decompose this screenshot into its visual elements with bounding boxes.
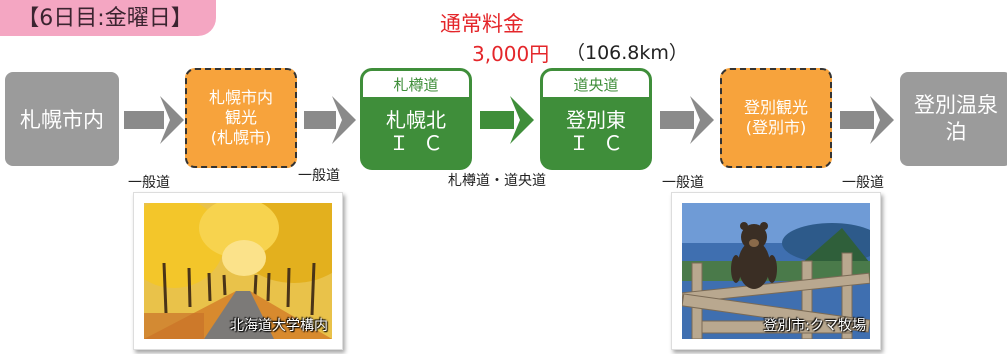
node-start-label: 札幌市内: [20, 108, 104, 132]
sight2-line2: (登別市): [745, 118, 807, 137]
ginkgo-avenue-icon: [144, 203, 332, 339]
road-label-3: 札樽道・道央道: [448, 173, 546, 189]
ic2-suffix: ＩＣ: [569, 131, 637, 155]
photo-bear-park: 登別市:クマ牧場: [671, 192, 881, 350]
node-interchange-noboribetsu-higashi: 道央道 登別東 ＩＣ: [540, 68, 652, 170]
node-interchange-sapporo-kita: 札樽道 札幌北 ＩＣ: [360, 68, 472, 170]
node-end: 登別温泉 泊: [900, 72, 1007, 166]
arrow-3: [480, 96, 534, 144]
arrow-2: [304, 96, 356, 144]
end-line2: 泊: [945, 120, 967, 144]
day-badge: 【6日目:金曜日】: [0, 0, 216, 36]
road-label-2: 一般道: [298, 168, 340, 184]
ic1-suffix: ＩＣ: [389, 131, 457, 155]
bear-park-icon: [682, 203, 870, 339]
photo-caption-1: 北海道大学構内: [230, 318, 328, 334]
node-sightseeing-sapporo: 札幌市内 観光 (札幌市): [185, 68, 297, 168]
photo-hokkaido-university: 北海道大学構内: [133, 192, 343, 350]
sight1-line2: 観光: [224, 108, 257, 127]
road-label-1: 一般道: [128, 175, 170, 191]
sight1-line3: (札幌市): [210, 128, 272, 147]
fee-distance: （106.8km）: [566, 42, 688, 64]
sight2-line1: 登別観光: [743, 98, 808, 117]
end-line1: 登別温泉: [914, 92, 998, 117]
road-label-4: 一般道: [662, 175, 704, 191]
ic1-name: 札幌北: [386, 108, 446, 132]
ic2-road: 道央道: [543, 71, 649, 97]
photo-caption-2: 登別市:クマ牧場: [763, 318, 866, 334]
ic2-name: 登別東: [566, 108, 626, 132]
node-start: 札幌市内: [5, 72, 119, 166]
fee-label: 通常料金: [440, 12, 524, 36]
ic1-road: 札樽道: [363, 71, 469, 97]
node-sightseeing-noboribetsu: 登別観光 (登別市): [720, 68, 832, 168]
arrow-1: [124, 96, 184, 144]
fee-amount: 3,000円: [472, 42, 550, 66]
day-label: 【6日目:金曜日】: [17, 6, 193, 31]
arrow-4: [660, 96, 714, 144]
sight1-line1: 札幌市内: [208, 88, 273, 107]
arrow-5: [840, 96, 894, 144]
road-label-5: 一般道: [842, 175, 884, 191]
